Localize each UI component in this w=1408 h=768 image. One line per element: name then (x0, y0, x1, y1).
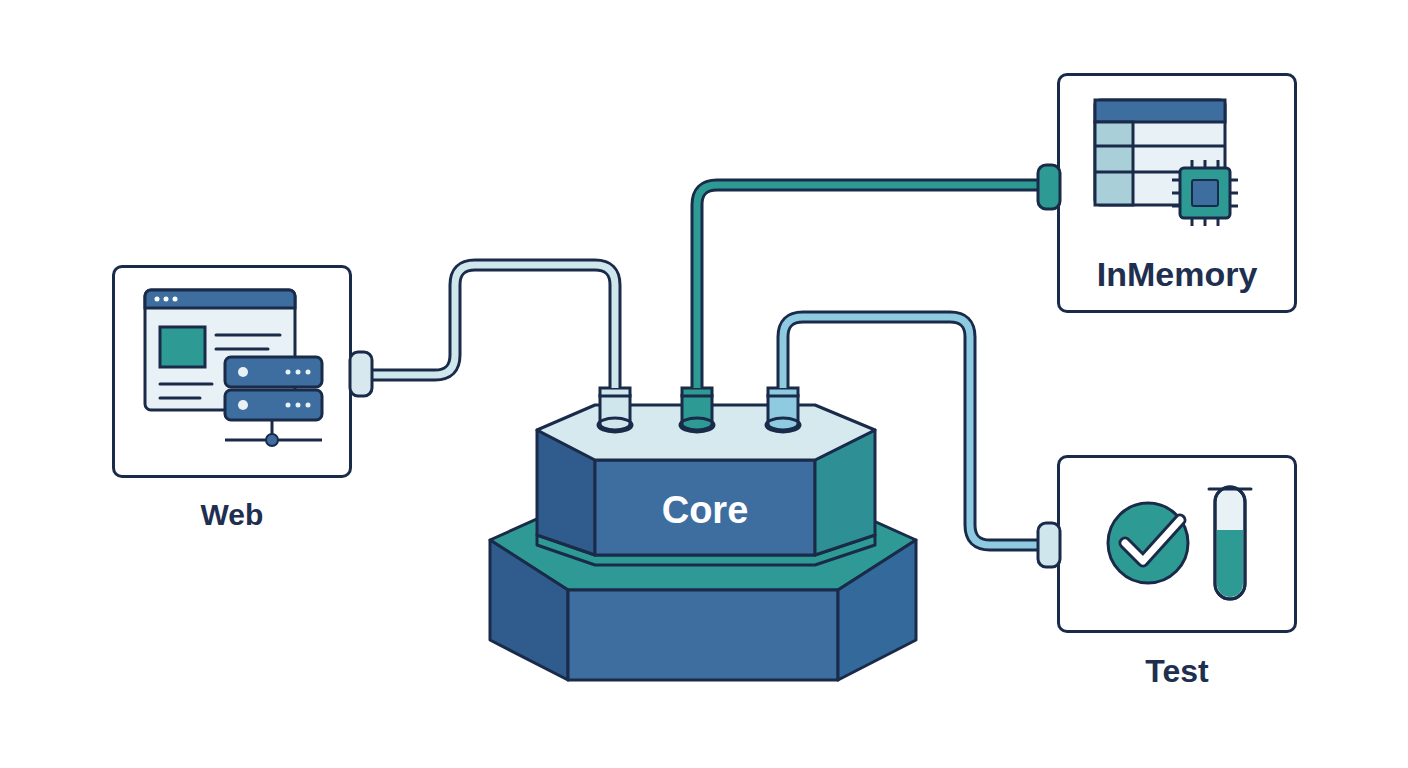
server-icon (225, 357, 322, 446)
core-block: Core (488, 388, 918, 682)
check-icon (1108, 503, 1188, 583)
test-tube-icon (1209, 487, 1251, 599)
chip-icon (1172, 160, 1238, 226)
pipe-connector (352, 265, 615, 388)
web-box: Web (112, 265, 352, 478)
inmemory-box: InMemory (1057, 73, 1297, 313)
prism-shape (488, 388, 918, 682)
node-label: Web (115, 497, 349, 533)
node-label: InMemory (1060, 254, 1294, 294)
port-nub (350, 352, 372, 396)
node-label: Core (595, 488, 815, 532)
pipe-connector (697, 185, 1057, 388)
browser-window-icon (145, 290, 295, 410)
test-box: Test (1057, 455, 1297, 633)
table-icon (1095, 100, 1225, 205)
node-label: Test (1060, 652, 1294, 690)
